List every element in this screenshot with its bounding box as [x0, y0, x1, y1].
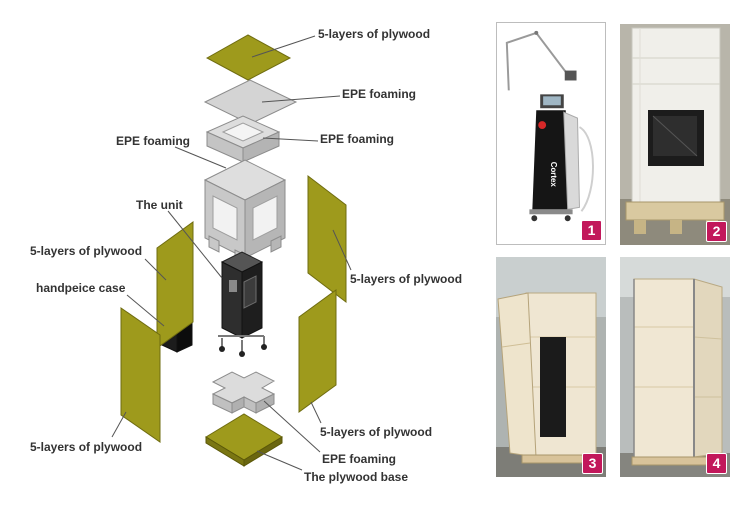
- packaging-exploded-diagram: 5-layers of plywood EPE foaming EPE foam…: [30, 27, 462, 484]
- label-epe-top: EPE foaming: [342, 87, 416, 101]
- plywood-base: [205, 413, 283, 467]
- photo-number-badge: 2: [706, 221, 727, 242]
- label-epe-bottom: EPE foaming: [322, 452, 396, 466]
- label-epe-frame-right: EPE foaming: [320, 132, 394, 146]
- plywood-left-lower-panel: [120, 307, 161, 443]
- photo-crate-assembly: 3: [496, 257, 606, 477]
- epe-top-frame: [205, 115, 281, 163]
- the-unit-machine: [218, 251, 267, 357]
- top-epe-sheet: [203, 79, 298, 125]
- photo-number-badge: 4: [706, 453, 727, 474]
- label-plywood-right-lower: 5-layers of plywood: [320, 425, 432, 439]
- label-plywood-base: The plywood base: [304, 470, 408, 484]
- label-plywood-right-upper: 5-layers of plywood: [350, 272, 462, 286]
- photo-closed-crate: 4: [620, 257, 730, 477]
- photo-foam-packed: 2: [620, 24, 730, 245]
- plywood-right-lower-panel: [298, 289, 337, 413]
- label-plywood-left-upper: 5-layers of plywood: [30, 244, 142, 258]
- plywood-right-upper-panel: [307, 174, 347, 304]
- label-epe-frame-left: EPE foaming: [116, 134, 190, 148]
- plywood-left-upper-panel: [156, 221, 194, 349]
- photo-number-badge: 3: [582, 453, 603, 474]
- photo-number-badge: 1: [581, 220, 602, 241]
- label-plywood-top: 5-layers of plywood: [318, 27, 430, 41]
- photo-machine: Cortex 1: [496, 22, 606, 245]
- label-handpiece-case: handpeice case: [36, 281, 126, 295]
- epe-bottom-cross: [211, 371, 276, 414]
- top-plywood-sheet: [205, 34, 292, 81]
- epe-foam-cage: [203, 159, 287, 267]
- brand-label: Cortex: [549, 162, 558, 188]
- label-the-unit: The unit: [136, 198, 183, 212]
- label-plywood-left-lower: 5-layers of plywood: [30, 440, 142, 454]
